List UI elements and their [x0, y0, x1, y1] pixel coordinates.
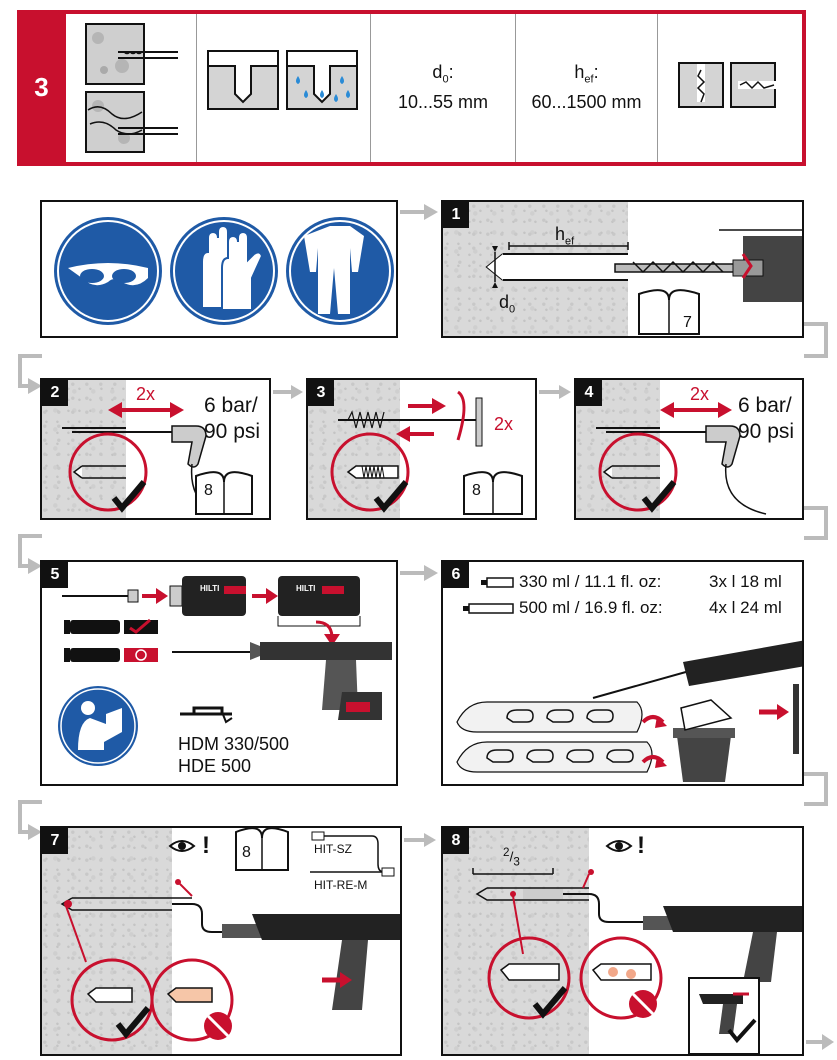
injection-illustration	[472, 840, 802, 1054]
dispenser-model-a: HDM 330/500	[178, 734, 290, 754]
discard-illustration	[456, 577, 802, 782]
step-5-panel: 5 HILTI HILTI HDM 330/500	[40, 560, 398, 786]
coverall-icon	[286, 217, 394, 325]
part-hit-re-m: HIT-RE-M	[314, 878, 368, 892]
brand-label: HILTI	[296, 584, 316, 593]
step-number: 3	[308, 380, 334, 406]
step-number: 7	[42, 828, 68, 854]
pressure-psi: 90 psi	[204, 420, 261, 443]
connector-line	[804, 772, 828, 806]
step-3-panel: 3 2x 8	[306, 378, 537, 520]
brushing-illustration	[330, 390, 523, 515]
blowout-illustration	[596, 402, 767, 515]
step-4-panel: 4 2x 6 bar/ 90 psi	[574, 378, 804, 520]
connector-arrow	[539, 385, 571, 399]
repeat-count: 2x	[494, 414, 514, 434]
hef-dimension-label: hef	[555, 224, 575, 248]
manual-page-number: 7	[683, 314, 692, 331]
pressure-bar: 6 bar/	[738, 394, 792, 417]
hef-value: 60...1500 mm	[531, 92, 642, 112]
inspect-mark: !	[637, 832, 645, 859]
repeat-count: 2x	[136, 384, 156, 404]
wet-hole-icon	[286, 50, 358, 110]
cartridge-330-volume: 330 ml / 11.1 fl. oz:	[519, 572, 662, 591]
cartridge-illustration	[58, 576, 392, 766]
concrete-block	[308, 380, 400, 518]
connector-line	[804, 322, 828, 358]
step-8-panel: 8 2/3 !	[441, 826, 804, 1056]
cartridge-330-discard: 3x l 18 ml	[709, 572, 782, 591]
waste-bin-icon	[673, 699, 735, 782]
anchor-solid-concrete-icon	[84, 22, 184, 88]
blowout-illustration	[62, 402, 253, 515]
ppe-icons	[54, 217, 394, 325]
repeat-count: 2x	[690, 384, 710, 404]
part-hit-sz: HIT-SZ	[314, 842, 352, 856]
step-number: 6	[443, 562, 469, 588]
hammer-drill-icon	[678, 62, 724, 108]
safety-equipment-panel	[40, 200, 398, 338]
d0-value: 10...55 mm	[397, 92, 489, 112]
step-2-panel: 2 2x 6 bar/ 90 psi 8	[40, 378, 271, 520]
step-number: 8	[443, 828, 469, 854]
safety-goggles-icon	[54, 217, 162, 325]
connector-arrow	[18, 534, 42, 574]
cartridge-500-discard: 4x l 24 ml	[709, 598, 782, 617]
read-manual-icon	[58, 686, 138, 766]
step-number: 2	[42, 380, 68, 406]
step-6-panel: 6 330 ml / 11.1 fl. oz: 3x l 18 ml 500 m…	[441, 560, 804, 786]
inspect-mark: !	[202, 832, 210, 859]
mixer-discard-icons	[64, 618, 158, 662]
step-number: 1	[443, 202, 469, 228]
d0-dimension-label: d0	[499, 292, 516, 316]
step-7-panel: 7 ! 8 HIT-SZ HIT-RE-M	[40, 826, 402, 1056]
manual-page-number: 8	[242, 844, 251, 861]
injection-illustration	[60, 828, 400, 1042]
header-step-number: 3	[34, 71, 49, 102]
manual-page-number: 8	[472, 482, 481, 499]
header-divider	[515, 14, 516, 162]
hef-label: hef:	[574, 62, 599, 86]
fill-fraction: 2/3	[503, 846, 520, 869]
connector-arrow	[18, 800, 42, 840]
manual-page-number: 8	[204, 482, 213, 499]
pressure-bar: 6 bar/	[204, 394, 258, 417]
concrete-block	[42, 828, 172, 1054]
dry-hole-icon	[207, 50, 279, 110]
d0-label: d0:	[432, 62, 454, 86]
pressure-psi: 90 psi	[738, 420, 795, 443]
header-divider	[370, 14, 371, 162]
step-number: 4	[576, 380, 602, 406]
step-1-panel: 1 hef d0 7	[441, 200, 804, 338]
connector-arrow	[273, 385, 303, 399]
header-divider	[657, 14, 658, 162]
gloves-icon	[170, 217, 278, 325]
diamond-drill-icon	[730, 62, 776, 108]
header-divider	[196, 14, 197, 162]
connector-line	[804, 506, 828, 540]
anchor-cracked-concrete-icon	[84, 90, 184, 156]
brand-label: HILTI	[200, 584, 220, 593]
dispenser-model-b: HDE 500	[178, 756, 252, 776]
connector-arrow	[400, 565, 438, 581]
connector-arrow	[18, 354, 42, 394]
connector-arrow	[400, 204, 438, 220]
drilling-illustration	[485, 229, 802, 335]
step-number: 5	[42, 562, 68, 588]
cartridge-500-volume: 500 ml / 16.9 fl. oz:	[519, 598, 663, 617]
continue-arrow	[806, 1034, 834, 1050]
connector-arrow	[404, 833, 436, 847]
